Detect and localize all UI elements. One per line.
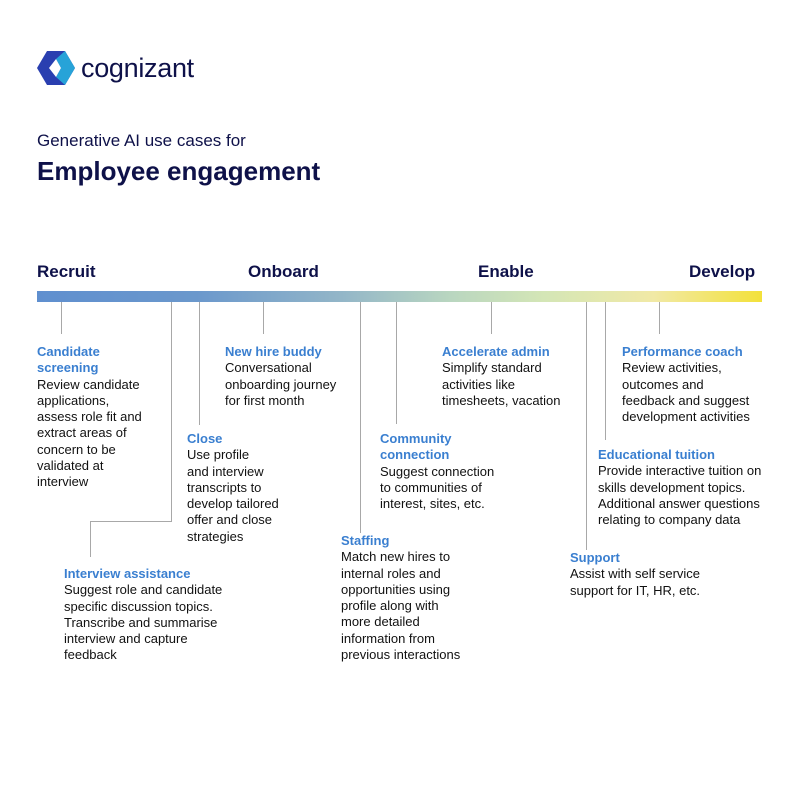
use-case-title: Staffing <box>341 533 390 548</box>
stage-develop: Develop <box>689 262 756 281</box>
use-case-title: New hire buddy <box>225 344 322 359</box>
brand-name: cognizant <box>81 52 194 83</box>
connector <box>491 302 492 334</box>
use-case-description: Match new hires to internal roles and op… <box>341 549 461 663</box>
use-case-title: Close <box>187 431 223 446</box>
use-case-description: Use profile and interview transcripts to… <box>187 447 279 544</box>
connector <box>90 521 91 557</box>
use-case-title: Educational tuition <box>598 447 715 462</box>
use-case-close: Close Use profile and interview transcri… <box>187 431 279 545</box>
use-case-title: Interview assistance <box>64 566 191 581</box>
stage-enable: Enable <box>478 262 534 281</box>
page-subtitle: Generative AI use cases for <box>37 131 246 150</box>
use-case-description: Suggest role and candidate specific disc… <box>64 582 223 663</box>
use-case-educational-tuition: Educational tuition Provide interactive … <box>598 447 761 528</box>
use-case-interview-assistance: Interview assistance Suggest role and ca… <box>64 566 222 664</box>
use-case-description: Provide interactive tuition on skills de… <box>598 463 762 528</box>
connector <box>605 302 606 440</box>
connector <box>199 302 200 425</box>
use-case-description: Review candidate applications, assess ro… <box>37 376 142 490</box>
connector <box>171 302 172 521</box>
connector <box>263 302 264 334</box>
stage-recruit: Recruit <box>37 262 96 281</box>
use-case-description: Review activities, outcomes and feedback… <box>622 360 750 425</box>
use-case-support: Support Assist with self service support… <box>570 550 700 599</box>
timeline-gradient-bar <box>37 291 762 302</box>
stage-onboard: Onboard <box>248 262 319 281</box>
use-case-description: Simplify standard activities like timesh… <box>442 360 561 408</box>
connector <box>61 302 62 334</box>
use-case-new-hire-buddy: New hire buddy Conversational onboarding… <box>225 344 336 409</box>
cognizant-hexagon-icon <box>37 51 75 85</box>
connector <box>396 302 397 424</box>
use-case-title: Community connection <box>380 431 452 463</box>
page-title: Employee engagement <box>37 156 321 186</box>
use-case-description: Suggest connection to communities of int… <box>380 463 495 512</box>
connector <box>360 302 361 533</box>
use-case-title: Performance coach <box>622 344 743 359</box>
connector <box>586 302 587 550</box>
use-case-candidate-screening: Candidate screening Review candidate app… <box>37 344 142 491</box>
connector <box>90 521 172 522</box>
use-case-description: Assist with self service support for IT,… <box>570 566 701 598</box>
use-case-title: Candidate screening <box>37 344 100 376</box>
cognizant-logo: cognizant <box>37 51 194 85</box>
use-case-accelerate-admin: Accelerate admin Simplify standard activ… <box>442 344 561 409</box>
connector <box>659 302 660 334</box>
use-case-title: Support <box>570 550 620 565</box>
use-case-community-connection: Community connection Suggest connection … <box>380 431 494 512</box>
use-case-staffing: Staffing Match new hires to internal rol… <box>341 533 460 663</box>
use-case-title: Accelerate admin <box>442 344 550 359</box>
use-case-description: Conversational onboarding journey for fi… <box>225 360 337 408</box>
use-case-performance-coach: Performance coach Review activities, out… <box>622 344 750 425</box>
